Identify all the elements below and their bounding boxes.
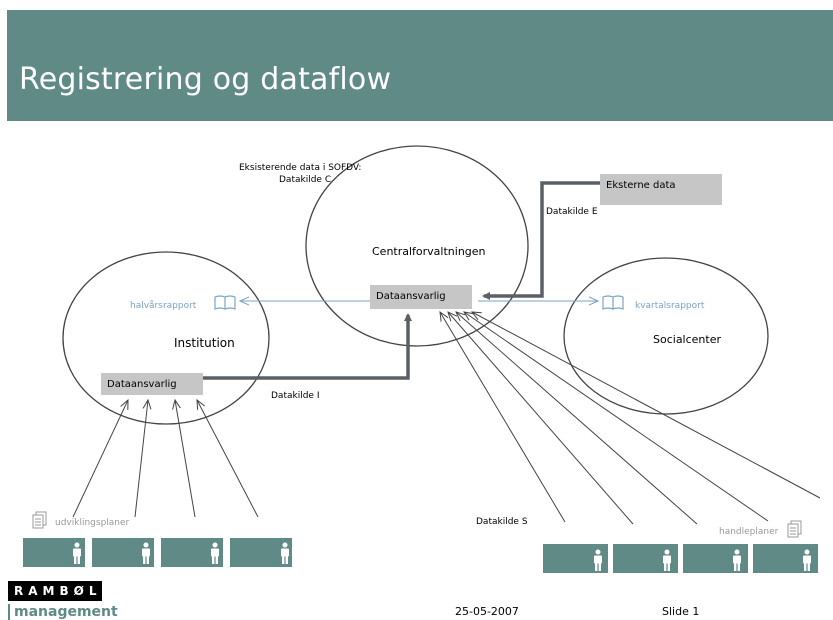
udvikling-arrow-1 <box>72 400 128 518</box>
person-icon <box>281 542 289 564</box>
datakilde-i-label: Datakilde I <box>271 391 320 401</box>
handle-arrow-1 <box>440 312 566 523</box>
document-stack-icon <box>32 511 47 529</box>
slide-number: Slide 1 <box>662 605 700 618</box>
person-icon <box>142 542 150 564</box>
institution-label: Institution <box>174 336 235 350</box>
central-dataansvarlig-box: Dataansvarlig <box>370 285 472 309</box>
logo-top: RAMBØLL <box>8 581 109 601</box>
title-banner <box>7 10 833 121</box>
person-icon <box>803 549 811 571</box>
document-stack-icon <box>787 520 802 538</box>
handleplaner-label: handleplaner <box>719 527 779 537</box>
handle-arrow-4 <box>464 312 769 522</box>
udvikling-arrow-2 <box>134 400 148 518</box>
kvartalsrapport-label: kvartalsrapport <box>635 301 705 311</box>
logo-bottom: management <box>8 604 118 620</box>
udvikling-arrow-4 <box>197 400 259 518</box>
person-icon <box>733 549 741 571</box>
external-data-arrow <box>482 181 600 300</box>
person-icon <box>663 549 671 571</box>
slide-title: Registrering og dataflow <box>19 62 392 97</box>
person-icon <box>594 549 602 571</box>
person-icon <box>211 542 219 564</box>
halvaarsrapport-label: halvårsrapport <box>130 301 197 311</box>
socialcenter-ellipse <box>563 257 769 415</box>
ramboll-logo: RAMBØLL management <box>8 581 118 620</box>
sofdv-label: Eksisterende data i SOFDV: <box>239 163 362 173</box>
book-icon <box>602 295 624 310</box>
udvikling-arrow-3 <box>175 400 196 518</box>
person-icon <box>73 542 81 564</box>
handle-arrow-3 <box>456 312 698 525</box>
institution-ellipse <box>62 251 270 425</box>
book-icon <box>214 295 236 310</box>
udviklingsplaner-label: udviklingsplaner <box>55 518 130 528</box>
external-data-box: Eksterne data <box>600 174 722 205</box>
institution-data-arrow <box>203 313 412 380</box>
handle-arrow-2 <box>448 312 634 525</box>
slide-date: 25-05-2007 <box>455 605 519 618</box>
datakilde-c-label: Datakilde C <box>279 175 332 185</box>
datakilde-s-label: Datakilde S <box>476 517 528 527</box>
handle-arrow-5 <box>472 312 821 499</box>
central-ellipse <box>305 145 529 347</box>
institution-dataansvarlig-box: Dataansvarlig <box>101 373 203 395</box>
socialcenter-label: Socialcenter <box>653 333 722 346</box>
datakilde-e-label: Datakilde E <box>546 207 598 217</box>
central-label: Centralforvaltningen <box>372 245 486 258</box>
